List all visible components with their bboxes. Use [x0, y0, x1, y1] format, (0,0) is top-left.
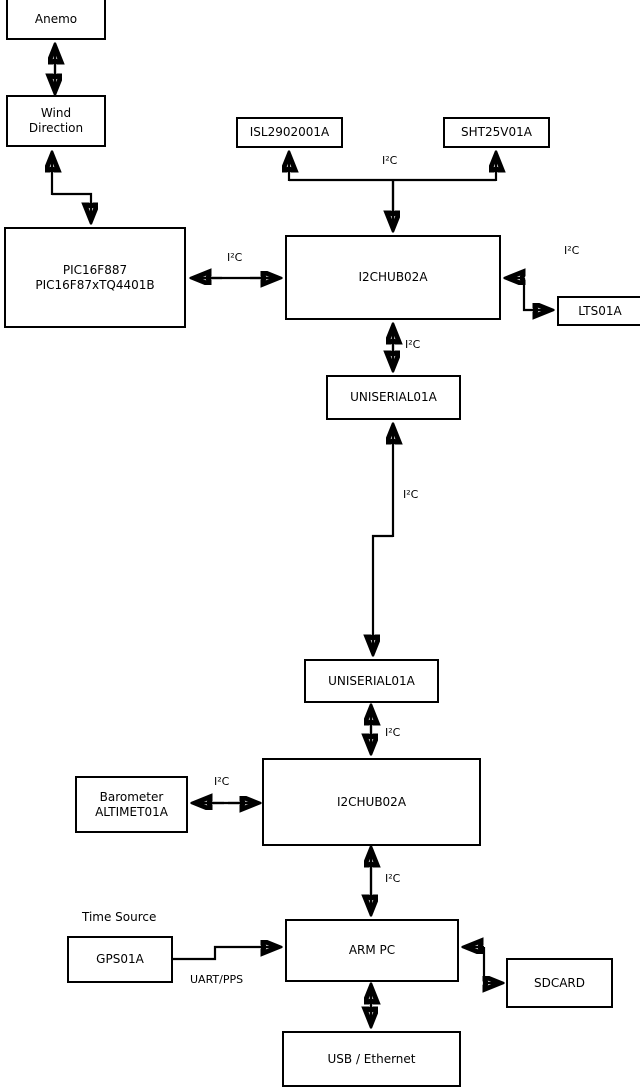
node-barometer-altimet01a[interactable]: Barometer ALTIMET01A [75, 776, 188, 833]
node-gps01a-label: GPS01A [96, 952, 144, 966]
edge-label-i2c-hub2-arm: I²C [385, 872, 401, 885]
node-arm-pc[interactable]: ARM PC [285, 919, 459, 982]
node-pic-mcu[interactable]: PIC16F887 PIC16F87xTQ4401B [4, 227, 186, 328]
node-barometer-altimet01a-label: Barometer ALTIMET01A [95, 789, 168, 819]
node-uniserial01a-bottom[interactable]: UNISERIAL01A [304, 659, 439, 703]
node-lts01a-label: LTS01A [578, 303, 622, 318]
wire-arm-sd-out [484, 947, 499, 983]
node-i2chub02a-top[interactable]: I2CHUB02A [285, 235, 501, 320]
node-gps01a[interactable]: GPS01A [67, 936, 173, 983]
node-sht25v01a-label: SHT25V01A [461, 125, 532, 139]
node-anemo-label: Anemo [34, 11, 78, 26]
edge-label-i2c-pic-hub: I²C [227, 251, 243, 264]
node-sht25v01a[interactable]: SHT25V01A [443, 117, 550, 148]
node-pic-mcu-label: PIC16F887 PIC16F87xTQ4401B [35, 262, 155, 292]
node-wind-direction[interactable]: Wind Direction [6, 95, 106, 147]
node-isl2902001a[interactable]: ISL2902001A [236, 117, 343, 148]
node-lts01a[interactable]: LTS01A [557, 296, 640, 326]
edge-label-i2c-uni-uni: I²C [403, 488, 419, 501]
edge-label-uart-pps: UART/PPS [190, 973, 244, 986]
node-uniserial01a-top[interactable]: UNISERIAL01A [326, 375, 461, 420]
node-sdcard-label: SDCARD [533, 975, 586, 990]
node-usb-ethernet-label: USB / Ethernet [327, 1051, 416, 1066]
node-isl2902001a-label: ISL2902001A [249, 125, 330, 139]
edge-label-i2c-bus-top: I²C [382, 154, 398, 167]
wire-gps-arm [173, 947, 277, 961]
node-wind-direction-label: Wind Direction [28, 106, 84, 135]
wire-hub-lts-out [522, 278, 549, 310]
node-arm-pc-label: ARM PC [348, 943, 396, 957]
wire-wind-pic-down [52, 192, 91, 219]
node-usb-ethernet[interactable]: USB / Ethernet [282, 1031, 461, 1087]
wire-uni-uni-down [373, 534, 393, 651]
edge-label-i2c-hub-uni: I²C [405, 338, 421, 351]
node-uniserial01a-top-label: UNISERIAL01A [350, 390, 437, 404]
node-uniserial01a-bottom-label: UNISERIAL01A [328, 673, 415, 688]
node-i2chub02a-top-label: I2CHUB02A [358, 270, 428, 284]
node-anemo[interactable]: Anemo [6, 0, 106, 40]
edge-label-i2c-uni-hub2: I²C [385, 726, 401, 739]
node-i2chub02a-bottom-label: I2CHUB02A [336, 794, 407, 809]
edge-label-i2c-baro-hub2: I²C [214, 775, 230, 788]
node-i2chub02a-bottom[interactable]: I2CHUB02A [262, 758, 481, 846]
label-time-source: Time Source [82, 910, 157, 924]
edge-label-i2c-lts: I²C [564, 244, 580, 257]
node-sdcard[interactable]: SDCARD [506, 958, 613, 1008]
